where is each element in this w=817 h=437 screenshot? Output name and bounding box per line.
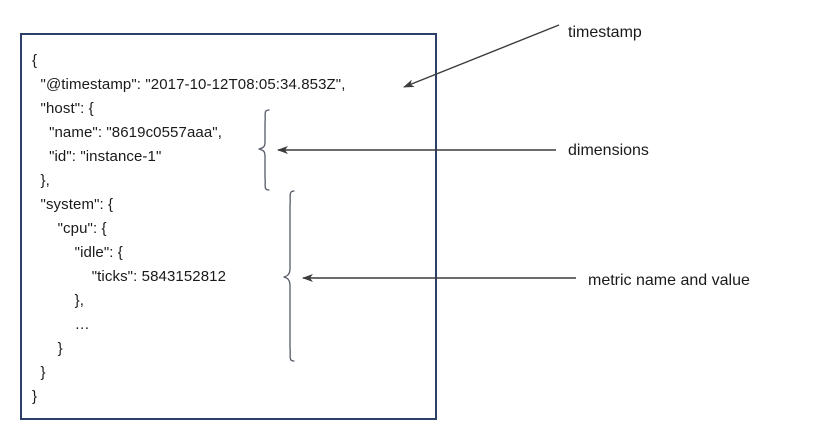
annotation-label-timestamp: timestamp <box>568 24 642 41</box>
json-document-box: { "@timestamp": "2017-10-12T08:05:34.853… <box>20 33 437 420</box>
annotation-label-metric-name-and-value: metric name and value <box>588 272 750 289</box>
annotation-label-dimensions: dimensions <box>568 142 649 159</box>
json-document-text: { "@timestamp": "2017-10-12T08:05:34.853… <box>32 52 346 405</box>
